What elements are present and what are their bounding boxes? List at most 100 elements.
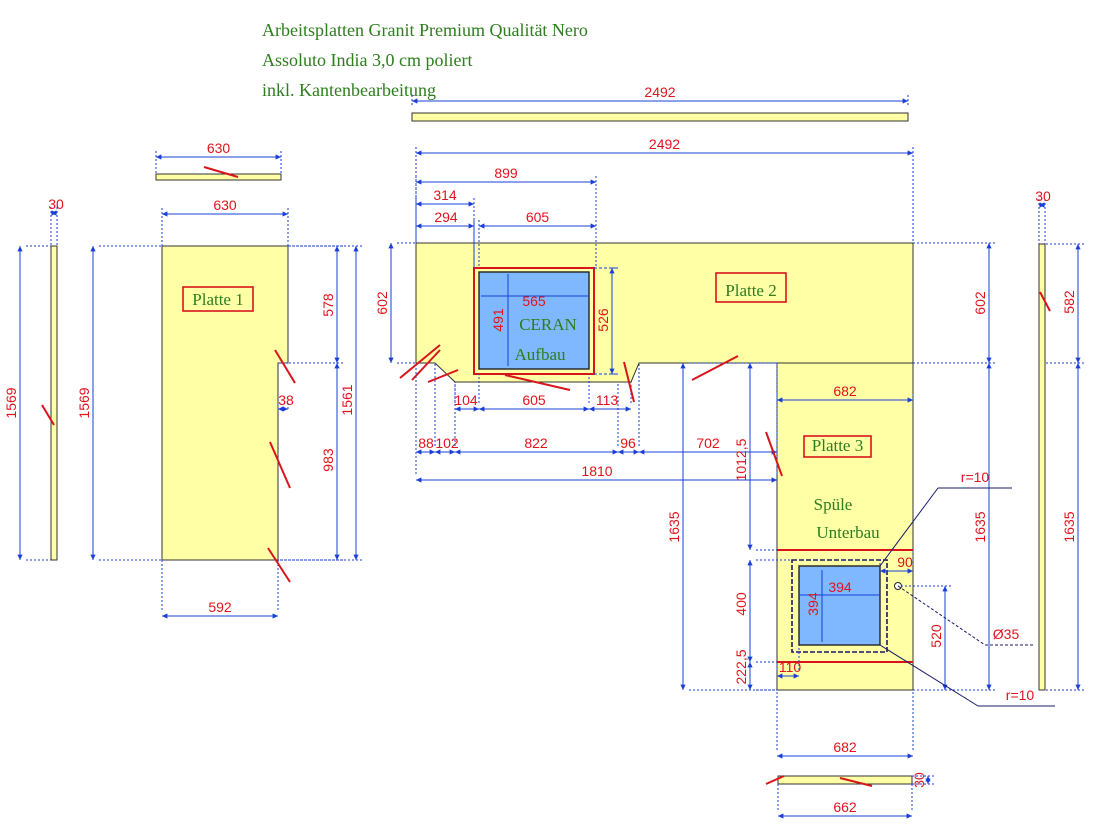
dimension-arrow	[777, 753, 783, 759]
dimension-arrow	[17, 554, 23, 560]
dimension-arrow	[986, 363, 992, 369]
p1-strip-dimension: 630	[155, 140, 282, 174]
edge-mark	[411, 349, 441, 381]
dimension-arrow	[272, 613, 278, 619]
leader-line	[879, 644, 979, 707]
dimension-label: 38	[278, 392, 294, 408]
dimension-arrow	[793, 673, 799, 679]
d400-dimension: 400	[733, 559, 792, 663]
dimension-label: 394	[805, 592, 821, 616]
edge-mark	[839, 777, 873, 787]
dimension-arrow	[1039, 202, 1045, 208]
panel-label: Platte 1	[192, 290, 243, 309]
dimension-label: 605	[526, 209, 550, 225]
dimension-arrow	[747, 560, 753, 566]
dimension-label: 1561	[339, 384, 355, 415]
label-frame	[715, 272, 787, 303]
dimension-arrow	[907, 568, 913, 574]
dimension-arrow	[747, 684, 753, 690]
right-strip-thickness-dimension: 30	[1035, 188, 1051, 244]
dimension-arrow	[412, 98, 418, 104]
dimension-arrow	[639, 449, 645, 455]
dimension-arrow	[479, 223, 485, 229]
d702-dimension: 702	[638, 363, 778, 455]
dimension-arrow	[275, 154, 281, 160]
dimension-arrow	[282, 211, 288, 217]
dimension-arrow	[468, 201, 474, 207]
dimension-label: 400	[733, 592, 749, 616]
dimension-arrow	[334, 554, 340, 560]
edge-mark	[274, 349, 296, 384]
dimension-label: 526	[595, 308, 611, 332]
platte1-label: Platte 1	[182, 286, 254, 312]
left-strip-length-dimension: 1569	[3, 245, 51, 561]
dimension-arrow	[986, 243, 992, 249]
d38-dimension: 38	[277, 392, 294, 412]
dimension-arrow	[416, 449, 422, 455]
dimension-label: 113	[596, 392, 619, 408]
dimension-arrow	[747, 662, 753, 668]
dimension-arrow	[278, 406, 284, 412]
platte2-label: Platte 2	[715, 272, 787, 303]
edge-mark	[765, 775, 785, 785]
platte1-edge-strip	[155, 173, 282, 181]
edge-mark	[399, 344, 441, 379]
p2-width-dimension: 2492	[415, 136, 914, 243]
p3-width-top-dimension: 682	[776, 383, 914, 403]
radius-label: r=10	[1006, 687, 1035, 703]
dimension-arrow	[777, 673, 783, 679]
dimension-arrow	[880, 568, 886, 574]
dimension-arrow	[747, 656, 753, 662]
leader-line	[879, 487, 939, 567]
d605-bottom-dimension: 605	[478, 374, 590, 412]
p1-width-dimension: 630	[161, 197, 289, 246]
hob-cutout	[478, 271, 590, 370]
edge-mark	[691, 355, 739, 381]
dimension-arrow	[334, 246, 340, 252]
dimension-arrow	[162, 211, 168, 217]
dimension-label: 1635	[666, 511, 682, 542]
dimension-label: 602	[374, 291, 390, 315]
d1012-dimension: 1012,5	[733, 362, 777, 551]
dimension-label: 520	[928, 624, 944, 648]
d88-dimension: 88	[415, 363, 436, 455]
dimension-arrow	[90, 246, 96, 252]
d578-dimension: 578	[288, 245, 343, 364]
dimension-arrow	[777, 397, 783, 403]
dimension-arrow	[388, 243, 394, 249]
top-edge-strip	[411, 112, 909, 122]
dimension-label: 682	[833, 739, 857, 755]
d1810-dimension: 1810	[415, 363, 778, 483]
edge-mark	[1039, 291, 1051, 312]
title-line-3: inkl. Kantenbearbeitung	[262, 80, 436, 100]
left-edge-strip	[50, 245, 58, 561]
label-frame	[803, 435, 872, 458]
dimension-arrow	[479, 406, 485, 412]
dimension-arrow	[609, 268, 615, 274]
dimension-label: 630	[207, 140, 231, 156]
sink-outline	[791, 559, 888, 653]
edge-mark	[623, 361, 635, 403]
dimension-label: 1569	[3, 387, 19, 418]
dimension-arrow	[747, 544, 753, 550]
dimension-arrow	[416, 477, 422, 483]
dimension-arrow	[986, 357, 992, 363]
dimension-label: 30	[911, 772, 927, 788]
dimension-label: 578	[320, 293, 336, 317]
dimension-arrow	[429, 449, 435, 455]
right-edge-strip	[1038, 243, 1046, 691]
dimension-label: 90	[897, 554, 913, 570]
dimension-label: 605	[522, 392, 546, 408]
leader-line	[897, 585, 986, 646]
dimension-label: 702	[696, 435, 720, 451]
d113-dimension: 113	[588, 374, 632, 412]
dimension-label: 1810	[581, 463, 612, 479]
dimension-arrow	[986, 684, 992, 690]
dimension-arrow	[590, 179, 596, 185]
d294-dimension: 294	[415, 209, 475, 268]
dimension-arrow	[618, 449, 624, 455]
dimension-arrow	[583, 406, 589, 412]
panel-label: Platte 2	[725, 281, 776, 300]
